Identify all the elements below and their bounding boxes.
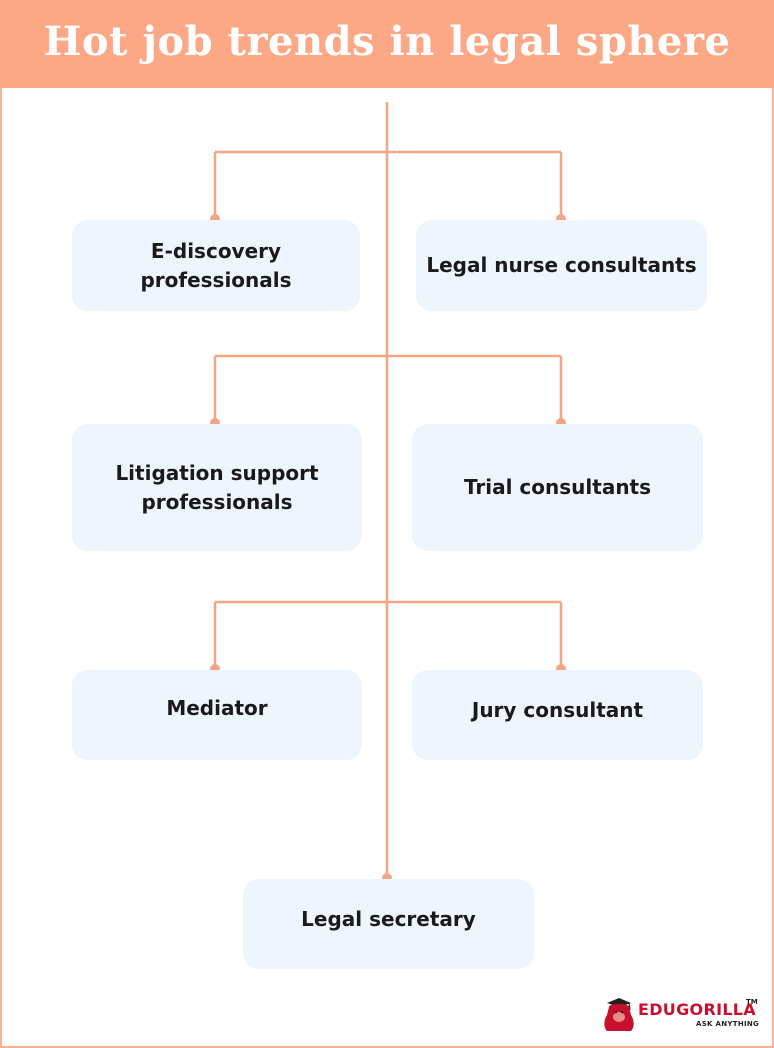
node-label: Legal nurse consultants — [426, 253, 697, 277]
node-jury-consultant: Jury consultant — [412, 670, 703, 760]
node-label: Litigation support professionals — [115, 459, 318, 517]
node-label-line-1: Litigation support — [115, 460, 319, 485]
node-label: Jury consultant — [471, 698, 644, 722]
node-legal-secretary: Legal secretary — [243, 879, 534, 969]
logo-trademark: TM — [746, 998, 758, 1006]
node-label: Trial consultants — [463, 475, 652, 499]
node-mediator: Mediator — [72, 670, 362, 760]
node-label: Legal secretary — [301, 907, 476, 931]
node-trial-consultants: Trial consultants — [412, 424, 703, 551]
node-e-discovery: E-discovery professionals — [72, 220, 360, 311]
node-label: Mediator — [166, 696, 268, 720]
node-litigation-support: Litigation support professionals — [72, 424, 362, 551]
logo-wordmark: EDUGORILLA — [638, 1000, 756, 1019]
node-legal-nurse: Legal nurse consultants — [416, 220, 707, 311]
logo-tagline: ASK ANYTHING — [696, 1020, 760, 1028]
edugorilla-logo: EDUGORILLA TM ASK ANYTHING — [601, 995, 761, 1035]
title-banner: Hot job trends in legal sphere — [0, 0, 774, 88]
page-title: Hot job trends in legal sphere — [43, 18, 731, 65]
node-label: E-discovery professionals — [140, 238, 292, 292]
node-label-line-2: professionals — [141, 489, 293, 514]
gorilla-icon — [604, 998, 634, 1031]
